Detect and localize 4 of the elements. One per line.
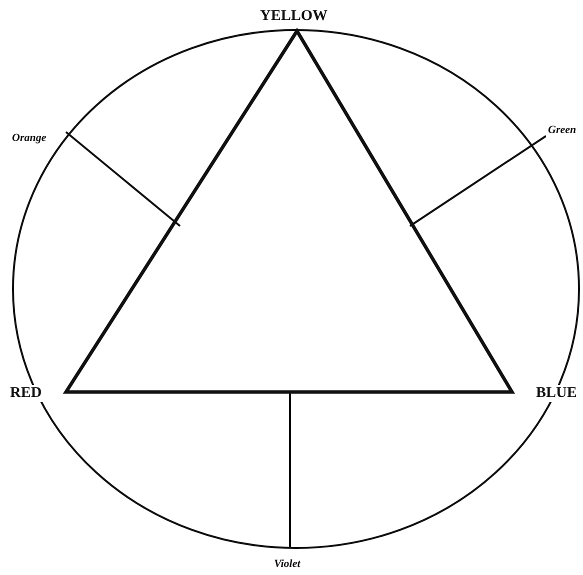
primary-color-label: RED xyxy=(8,385,44,402)
primary-color-label: BLUE xyxy=(534,385,579,402)
secondary-color-label: Green xyxy=(546,124,578,137)
secondary-color-label: Orange xyxy=(10,132,48,145)
